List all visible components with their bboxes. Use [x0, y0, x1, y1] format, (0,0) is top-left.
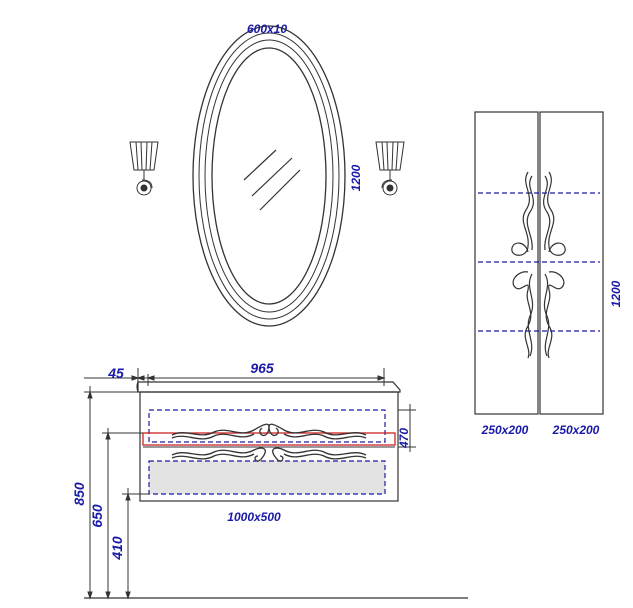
vanity-offset-label: 45: [107, 365, 124, 381]
vanity-countertop: [136, 381, 401, 393]
top-drawer-front: [142, 432, 396, 446]
bottom-drawer: [148, 460, 386, 495]
cabinet-left-door-label: 250x200: [481, 423, 529, 437]
wall-sconce-icon: [129, 141, 159, 196]
top-drawer-height-label: 650: [89, 504, 105, 528]
vanity-height-dimension: [398, 404, 416, 452]
cabinet-height-label: 1200: [609, 280, 623, 307]
total-height-label: 850: [71, 482, 87, 506]
oval-mirror: [192, 25, 346, 327]
width-dimension: [84, 368, 386, 386]
vanity-footprint-label: 1000x500: [227, 510, 281, 524]
glass-reflection-icon: [243, 149, 301, 211]
top-drawer-dashed: [148, 409, 386, 443]
height-dimensions: [84, 386, 149, 600]
mirror-height-label: 1200: [349, 164, 363, 191]
ornament-handle-icon: [511, 171, 566, 359]
tall-cabinet: [474, 111, 604, 415]
mirror-size-label: 600x10: [247, 22, 287, 36]
vanity-height-label: 470: [397, 428, 411, 449]
ornament-handle-icon: [171, 423, 367, 462]
wall-sconce-icon: [375, 141, 405, 196]
cabinet-right-door-label: 250x200: [552, 423, 600, 437]
cabinet-shelf-lines: [478, 192, 600, 332]
bottom-height-label: 410: [109, 536, 125, 561]
vanity-width-label: 965: [250, 360, 274, 376]
